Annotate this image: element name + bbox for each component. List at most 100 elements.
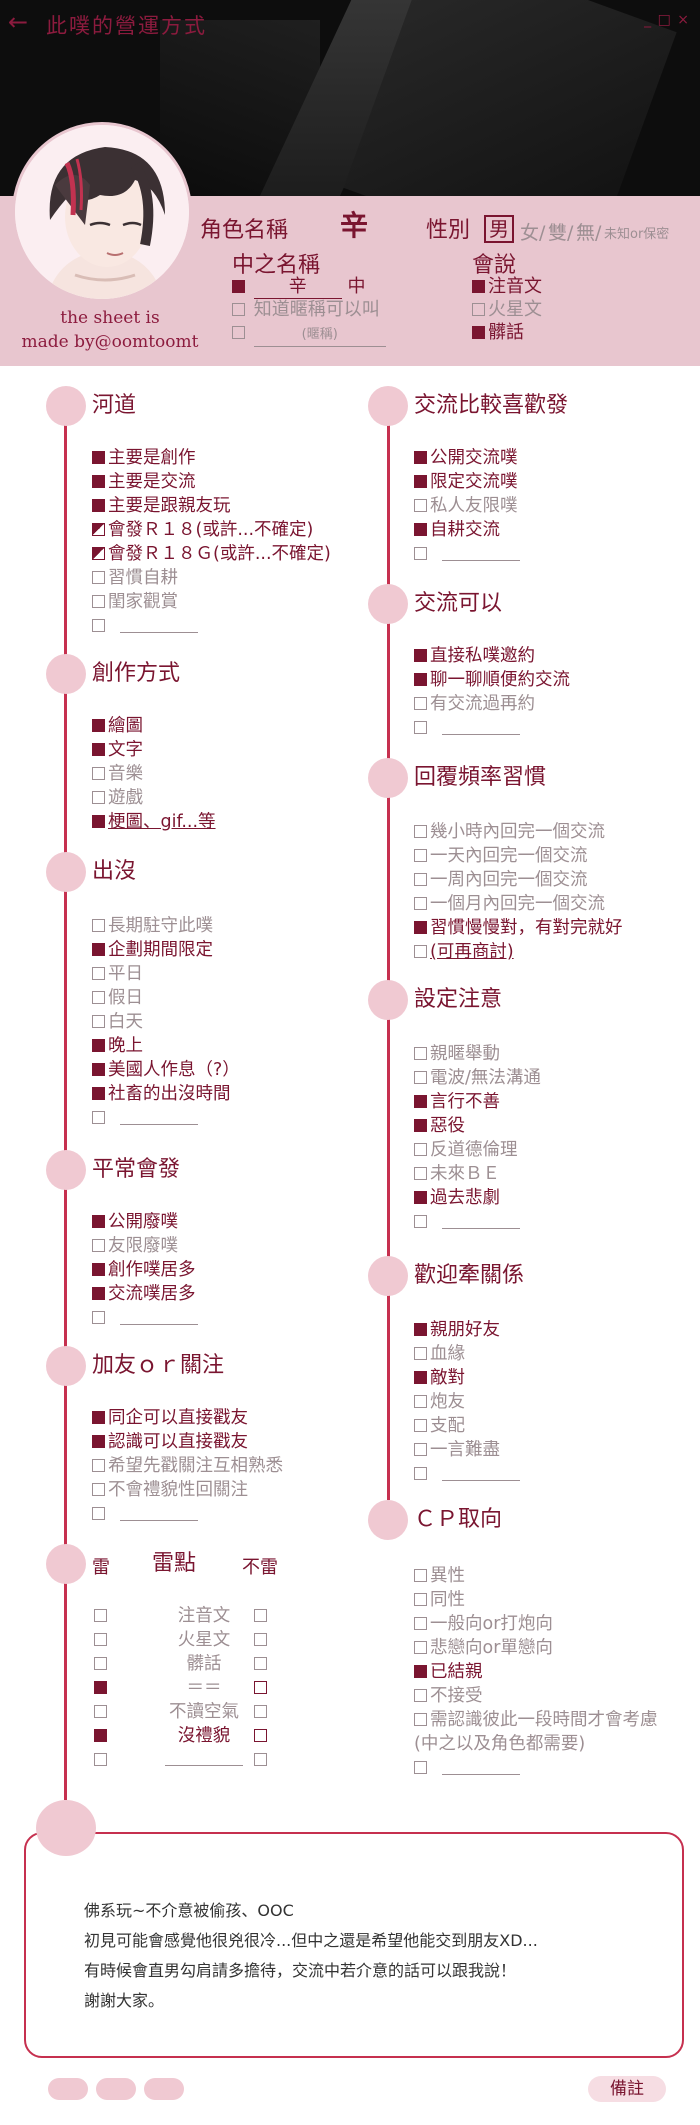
checkbox[interactable] (414, 649, 427, 662)
checkbox[interactable] (92, 1239, 105, 1252)
checkbox[interactable] (92, 451, 105, 464)
checkbox[interactable] (92, 571, 105, 584)
checkbox[interactable] (232, 303, 245, 316)
checkbox[interactable] (414, 451, 427, 464)
checkbox[interactable] (414, 825, 427, 838)
blank-field[interactable] (120, 1309, 198, 1325)
checkbox[interactable] (414, 897, 427, 910)
checkbox[interactable] (414, 697, 427, 710)
checkbox[interactable] (92, 1063, 105, 1076)
checkbox[interactable] (92, 1111, 105, 1124)
checkbox[interactable] (414, 1371, 427, 1384)
checkbox[interactable] (414, 1467, 427, 1480)
window-controls[interactable]: _ □ × (644, 12, 690, 28)
blank-field[interactable] (442, 1213, 520, 1229)
checkbox[interactable] (414, 1419, 427, 1432)
checkbox[interactable] (414, 1323, 427, 1336)
checkbox[interactable] (414, 1071, 427, 1084)
checkbox[interactable] (92, 523, 105, 536)
checkbox[interactable] (254, 1633, 267, 1646)
checkbox[interactable] (414, 1761, 427, 1774)
checkbox[interactable] (414, 499, 427, 512)
blank-field[interactable] (442, 1759, 520, 1775)
checkbox[interactable] (414, 1713, 427, 1726)
checkbox[interactable] (414, 1347, 427, 1360)
checkbox[interactable] (94, 1753, 107, 1766)
blank-field[interactable] (165, 1748, 243, 1766)
checkbox[interactable] (92, 619, 105, 632)
checkbox[interactable] (92, 1263, 105, 1276)
checkbox[interactable] (92, 1483, 105, 1496)
checkbox[interactable] (232, 280, 245, 293)
checkbox[interactable] (92, 1507, 105, 1520)
checkbox[interactable] (94, 1705, 107, 1718)
checkbox[interactable] (94, 1729, 107, 1742)
checkbox[interactable] (92, 767, 105, 780)
checkbox[interactable] (414, 1395, 427, 1408)
checkbox[interactable] (414, 673, 427, 686)
checkbox[interactable] (94, 1657, 107, 1670)
checkbox[interactable] (472, 326, 485, 339)
checkbox[interactable] (92, 919, 105, 932)
blank-field[interactable] (442, 545, 520, 561)
checkbox[interactable] (414, 523, 427, 536)
checkbox[interactable] (232, 326, 245, 339)
checkbox[interactable] (414, 1443, 427, 1456)
nickname-field[interactable]: (暱稱) (253, 322, 386, 347)
checkbox[interactable] (92, 743, 105, 756)
checkbox[interactable] (414, 849, 427, 862)
pager-pill[interactable] (144, 2078, 184, 2100)
checkbox[interactable] (92, 1459, 105, 1472)
checkbox[interactable] (92, 991, 105, 1004)
checkbox[interactable] (414, 1143, 427, 1156)
gender-option-none[interactable]: 無/ (576, 222, 602, 244)
checkbox[interactable] (414, 1689, 427, 1702)
back-arrow-icon[interactable]: ← (8, 8, 29, 36)
checkbox[interactable] (92, 475, 105, 488)
checkbox[interactable] (92, 1311, 105, 1324)
blank-field[interactable] (120, 1109, 198, 1125)
checkbox[interactable] (254, 1753, 267, 1766)
checkbox[interactable] (254, 1657, 267, 1670)
gender-option-female[interactable]: 女/ (520, 222, 546, 244)
checkbox[interactable] (254, 1705, 267, 1718)
checkbox[interactable] (414, 1593, 427, 1606)
checkbox[interactable] (414, 1095, 427, 1108)
checkbox[interactable] (92, 719, 105, 732)
checkbox[interactable] (254, 1681, 267, 1694)
checkbox[interactable] (414, 1215, 427, 1228)
gender-selected[interactable]: 男 (484, 215, 514, 243)
checkbox[interactable] (254, 1729, 267, 1742)
checkbox[interactable] (414, 1119, 427, 1132)
checkbox[interactable] (414, 1569, 427, 1582)
checkbox[interactable] (92, 499, 105, 512)
checkbox[interactable] (414, 873, 427, 886)
checkbox[interactable] (414, 1641, 427, 1654)
checkbox[interactable] (94, 1681, 107, 1694)
checkbox[interactable] (92, 1215, 105, 1228)
checkbox[interactable] (92, 1435, 105, 1448)
checkbox[interactable] (92, 967, 105, 980)
checkbox[interactable] (254, 1609, 267, 1622)
blank-field[interactable] (442, 1465, 520, 1481)
checkbox[interactable] (92, 1287, 105, 1300)
checkbox[interactable] (92, 547, 105, 560)
checkbox[interactable] (414, 1167, 427, 1180)
checkbox[interactable] (414, 945, 427, 958)
pager-pill[interactable] (96, 2078, 136, 2100)
checkbox[interactable] (414, 475, 427, 488)
checkbox[interactable] (414, 1617, 427, 1630)
checkbox[interactable] (414, 921, 427, 934)
gender-option-unknown[interactable]: 未知or保密 (604, 227, 670, 242)
note-button[interactable]: 備註 (588, 2076, 666, 2102)
checkbox[interactable] (472, 280, 485, 293)
checkbox[interactable] (92, 1411, 105, 1424)
checkbox[interactable] (92, 791, 105, 804)
checkbox[interactable] (92, 1039, 105, 1052)
checkbox[interactable] (94, 1633, 107, 1646)
checkbox[interactable] (414, 547, 427, 560)
checkbox[interactable] (94, 1609, 107, 1622)
blank-field[interactable] (442, 719, 520, 735)
blank-field[interactable] (120, 617, 198, 633)
checkbox[interactable] (414, 721, 427, 734)
